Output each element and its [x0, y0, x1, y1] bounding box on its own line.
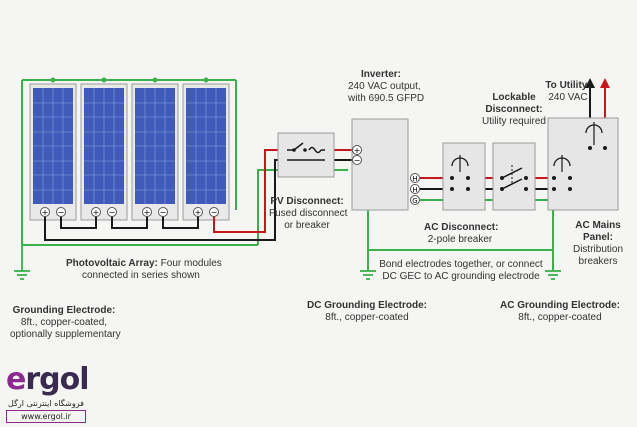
- pv-disconnect-title: PV Disconnect:: [270, 196, 344, 207]
- pv-module-4: [182, 83, 230, 221]
- pv-disconnect-label: PV Disconnect: Fused disconnect or break…: [269, 196, 348, 232]
- ac-grounding-title: AC Grounding Electrode:: [500, 300, 620, 311]
- ground-symbol-ac: [545, 270, 561, 280]
- ground-lugs: [50, 77, 209, 83]
- grounding-electrode-label: Grounding Electrode: 8ft., copper-coated…: [10, 305, 121, 341]
- svg-text:+: +: [195, 208, 202, 217]
- ground-symbol-dc: [360, 270, 376, 280]
- panel-terminals: + − + − + − + −: [40, 207, 219, 217]
- svg-text:−: −: [109, 208, 116, 217]
- dc-grounding-label: DC Grounding Electrode: 8ft., copper-coa…: [302, 300, 432, 324]
- lockable-title2: Disconnect:: [485, 104, 543, 115]
- pv-module-2: [80, 83, 128, 221]
- lockable-disconnect-label: Lockable Disconnect: Utility required: [478, 92, 550, 128]
- svg-text:+: +: [93, 208, 100, 217]
- ac-disconnect-label: AC Disconnect: 2-pole breaker: [424, 222, 499, 246]
- svg-text:G: G: [412, 197, 417, 205]
- ac-disconnect-title: AC Disconnect:: [424, 222, 499, 233]
- inverter-box: + −: [351, 118, 409, 211]
- svg-text:−: −: [211, 208, 218, 217]
- utility-arrows: [585, 78, 610, 88]
- logo-url: www.ergol.ir: [6, 410, 86, 423]
- inverter-label: Inverter: 240 VAC output, with 690.5 GFP…: [348, 69, 424, 105]
- ac-grounding-label: AC Grounding Electrode: 8ft., copper-coa…: [494, 300, 626, 324]
- pv-disconnect-line2: or breaker: [284, 220, 330, 231]
- lockable-title1: Lockable: [492, 92, 536, 103]
- ac-mains-panel-box: [547, 117, 619, 211]
- to-utility-title: To Utility:: [545, 80, 591, 91]
- pv-array-title: Photovoltaic Array:: [66, 258, 158, 269]
- inverter-title: Inverter:: [360, 69, 401, 80]
- ground-symbol-left: [14, 245, 30, 280]
- dc-grounding-line1: 8ft., copper-coated: [325, 312, 409, 323]
- inverter-ac-terminals: H H G: [410, 173, 420, 205]
- grounding-title: Grounding Electrode:: [12, 305, 116, 316]
- ac-mains-title2: Panel:: [582, 232, 613, 243]
- ac-mains-label: AC Mains Panel: Distribution breakers: [567, 220, 629, 268]
- bond-note-line2: DC GEC to AC grounding electrode: [382, 271, 540, 282]
- inverter-line2: with 690.5 GFPD: [348, 93, 425, 104]
- inverter-line1: 240 VAC output,: [348, 81, 421, 92]
- lockable-line1: Utility required: [482, 116, 546, 127]
- svg-text:H: H: [412, 186, 417, 194]
- pv-module-3: [131, 83, 179, 221]
- pv-disconnect-box: [277, 132, 335, 178]
- to-utility-label: To Utility: 240 VAC: [543, 80, 593, 104]
- ac-disconnect-line1: 2-pole breaker: [427, 234, 493, 245]
- pv-module-1: [29, 83, 77, 221]
- svg-text:+: +: [354, 146, 361, 155]
- svg-text:−: −: [58, 208, 65, 217]
- svg-text:−: −: [160, 208, 167, 217]
- pv-array-label: Photovoltaic Array: Four modules connect…: [66, 258, 222, 282]
- ac-mains-line2: breakers: [578, 256, 618, 267]
- ac-grounding-line1: 8ft., copper-coated: [518, 312, 602, 323]
- to-utility-line1: 240 VAC: [548, 92, 588, 103]
- grounding-line2: optionally supplementary: [10, 329, 121, 340]
- bond-note: Bond electrodes together, or connect DC …: [376, 259, 546, 283]
- pv-disconnect-line1: Fused disconnect: [269, 208, 348, 219]
- dc-grounding-title: DC Grounding Electrode:: [307, 300, 427, 311]
- svg-text:+: +: [144, 208, 151, 217]
- pv-array-line2: connected in series shown: [82, 270, 200, 281]
- svg-text:−: −: [354, 156, 361, 165]
- logo-subtitle: فروشگاه اینترنتی ارگل: [8, 399, 84, 408]
- svg-text:+: +: [42, 208, 49, 217]
- bond-note-line1: Bond electrodes together, or connect: [379, 259, 543, 270]
- svg-text:H: H: [412, 175, 417, 183]
- pv-array-line1: Four modules: [157, 258, 222, 269]
- photovoltaic-array: [29, 83, 230, 221]
- lockable-disconnect-box: [492, 142, 536, 211]
- ac-disconnect-box: [442, 142, 486, 211]
- ac-mains-line1: Distribution: [572, 244, 624, 255]
- grounding-line1: 8ft., copper-coated,: [20, 317, 108, 328]
- ac-mains-title1: AC Mains: [575, 220, 621, 231]
- logo-wordmark: ergol: [6, 362, 90, 397]
- ergol-logo[interactable]: ergol فروشگاه اینترنتی ارگل www.ergol.ir: [6, 362, 90, 423]
